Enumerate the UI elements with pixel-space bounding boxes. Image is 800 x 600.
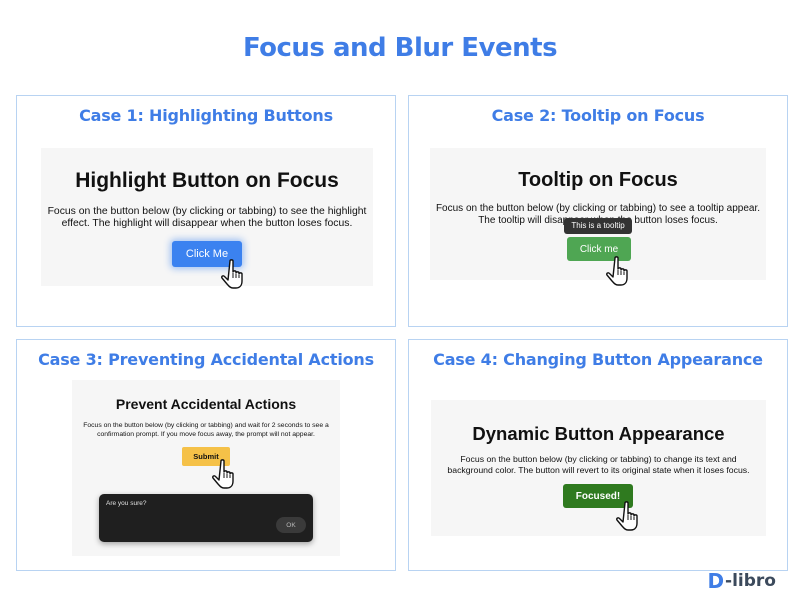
case-2-title: Case 2: Tooltip on Focus bbox=[491, 106, 705, 125]
case-3-demo-panel: Prevent Accidental Actions Focus on the … bbox=[72, 380, 340, 556]
case-1-title: Case 1: Highlighting Buttons bbox=[79, 106, 333, 125]
case-1-description: Focus on the button below (by clicking o… bbox=[47, 206, 367, 229]
confirmation-dialog: Are you sure? OK bbox=[99, 494, 313, 542]
hand-pointer-icon bbox=[606, 256, 628, 286]
case-2-heading: Tooltip on Focus bbox=[518, 169, 678, 191]
case-1-demo-panel: Highlight Button on Focus Focus on the b… bbox=[41, 148, 373, 289]
tooltip: This is a tooltip bbox=[564, 218, 632, 234]
dialog-ok-button[interactable]: OK bbox=[276, 517, 306, 533]
page-title: Focus and Blur Events bbox=[242, 33, 558, 63]
hand-pointer-icon bbox=[616, 501, 638, 531]
case-1-card: Case 1: Highlighting Buttons Highlight B… bbox=[16, 95, 396, 327]
dialog-message: Are you sure? bbox=[106, 500, 147, 507]
case-2-click-me-button[interactable]: Click me bbox=[567, 237, 631, 261]
hand-pointer-icon bbox=[221, 259, 243, 289]
brand-mark: D bbox=[707, 569, 725, 593]
case-4-focused-button[interactable]: Focused! bbox=[563, 484, 633, 508]
case-4-description: Focus on the button below (by clicking o… bbox=[447, 454, 750, 475]
case-2-demo-panel: Tooltip on Focus Focus on the button bel… bbox=[430, 148, 766, 286]
case-4-heading: Dynamic Button Appearance bbox=[472, 423, 725, 444]
case-4-title: Case 4: Changing Button Appearance bbox=[433, 350, 763, 369]
hand-pointer-icon bbox=[212, 459, 234, 489]
case-3-card: Case 3: Preventing Accidental Actions Pr… bbox=[16, 339, 396, 571]
case-3-title: Case 3: Preventing Accidental Actions bbox=[38, 350, 374, 369]
case-3-description: Focus on the button below (by clicking o… bbox=[83, 422, 329, 438]
case-1-click-me-button[interactable]: Click Me bbox=[172, 241, 242, 267]
case-4-card: Case 4: Changing Button Appearance Dynam… bbox=[408, 339, 788, 571]
case-4-demo-panel: Dynamic Button Appearance Focus on the b… bbox=[431, 400, 766, 536]
case-3-submit-button[interactable]: Submit bbox=[182, 447, 230, 466]
case-3-heading: Prevent Accidental Actions bbox=[115, 396, 297, 412]
case-1-heading: Highlight Button on Focus bbox=[75, 169, 339, 192]
brand-logo: D -libro bbox=[707, 569, 776, 593]
case-2-card: Case 2: Tooltip on Focus Tooltip on Focu… bbox=[408, 95, 788, 327]
brand-text: -libro bbox=[725, 571, 776, 591]
